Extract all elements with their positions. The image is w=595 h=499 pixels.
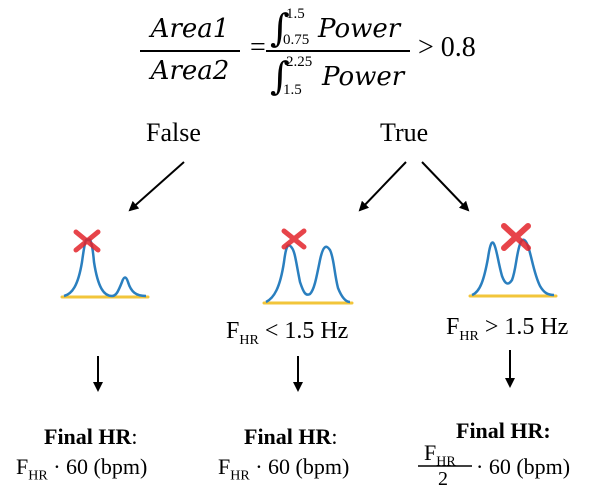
curve-case1 bbox=[63, 238, 147, 298]
curve-case2 bbox=[265, 244, 351, 304]
branch-true-label: True bbox=[380, 118, 429, 147]
final-hr-title-case3: Final HR: bbox=[456, 418, 551, 443]
denominator-upper-limit: 2.25 bbox=[286, 54, 313, 70]
final-hr-formula-rest-case3: · 60 (bpm) bbox=[476, 454, 571, 479]
condition-case2: FHR < 1.5 Hz bbox=[226, 318, 349, 348]
final-hr-denominator-case3: 2 bbox=[438, 468, 448, 490]
spectrum-icon-case2 bbox=[262, 228, 354, 305]
curve-case3 bbox=[471, 238, 555, 297]
denominator-integrand: Power bbox=[322, 62, 405, 92]
denominator-lower-limit: 1.5 bbox=[283, 82, 302, 98]
cross-mark-case1 bbox=[73, 229, 101, 253]
cross-mark-case3 bbox=[501, 223, 531, 251]
branch-false-label: False bbox=[146, 118, 201, 147]
spectrum-icon-case1 bbox=[60, 229, 150, 299]
false-branch-arrow bbox=[128, 161, 185, 212]
numerator-upper-limit: 1.5 bbox=[286, 6, 305, 22]
final-hr-formula-case1: FHR · 60 (bpm) bbox=[16, 454, 148, 484]
true-branch-arrow-right bbox=[421, 161, 470, 212]
true-branch-arrow-left bbox=[358, 161, 407, 212]
numerator-lower-limit: 0.75 bbox=[283, 32, 310, 48]
formula-rhs-fraction-bar bbox=[266, 50, 410, 52]
denominator-integral-sign: ∫ bbox=[270, 54, 290, 98]
formula-threshold: > 0.8 bbox=[418, 32, 476, 63]
final-hr-numerator-case3: FHR bbox=[424, 440, 456, 470]
final-hr-title-case1: Final HR: bbox=[44, 424, 138, 449]
formula-equals: = bbox=[250, 32, 266, 63]
final-hr-formula-case2: FHR · 60 (bpm) bbox=[218, 454, 350, 484]
numerator-integrand: Power bbox=[318, 14, 401, 44]
formula-lhs-numerator: Area1 bbox=[150, 14, 230, 44]
final-hr-title-case2: Final HR: bbox=[244, 424, 338, 449]
numerator-integral-sign: ∫ bbox=[270, 6, 290, 50]
formula-lhs-denominator: Area2 bbox=[150, 56, 230, 86]
spectrum-icon-case3 bbox=[468, 223, 558, 298]
ratio-formula: Area1 Area2 = ∫ 1.5 0.75 Power ∫ 2.25 1.… bbox=[0, 0, 595, 115]
condition-case3: FHR > 1.5 Hz bbox=[446, 314, 569, 344]
formula-lhs-fraction-bar bbox=[140, 50, 240, 52]
cross-mark-case2 bbox=[281, 228, 307, 250]
